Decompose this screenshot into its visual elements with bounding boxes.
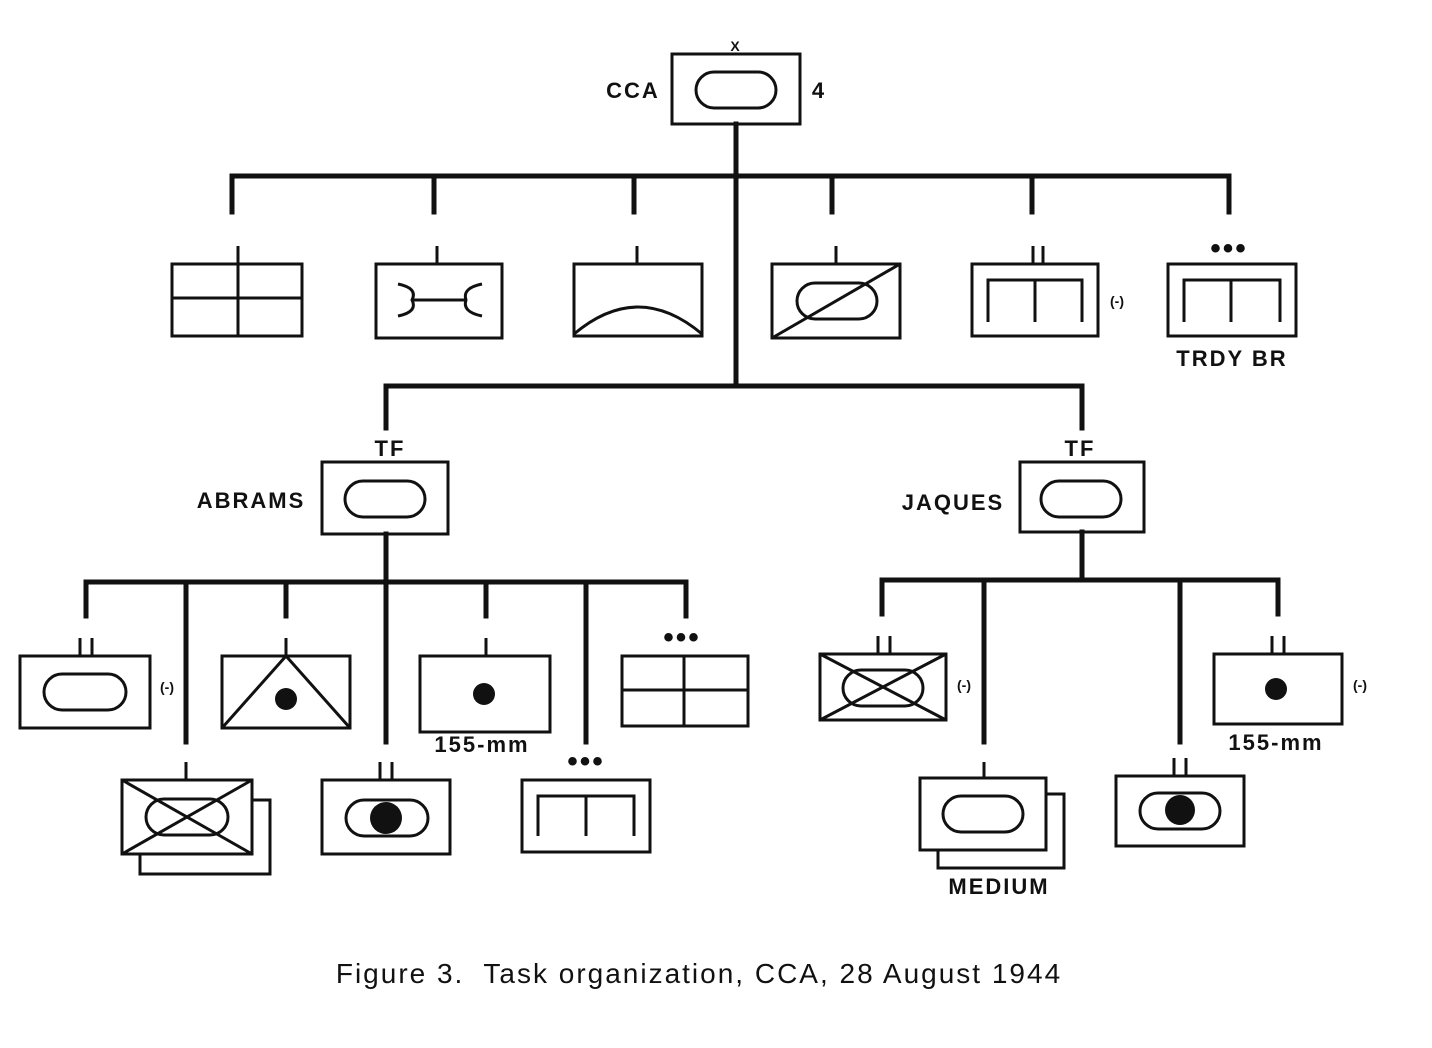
abrams-unit-cavalry-double [120, 762, 272, 876]
hq-echelon-mark: X [730, 38, 740, 54]
direct-unit-engineer: (-) [970, 246, 1124, 338]
direct-unit-cavalry [770, 246, 902, 340]
bridge-label: TRDY BR [1176, 346, 1287, 371]
maintenance-unit-icon [374, 262, 504, 340]
abrams-unit-medical-platoon: ••• [620, 621, 750, 728]
jaques-artillery-label: 155-mm [1228, 730, 1323, 755]
jaques-cavalry-modifier: (-) [957, 677, 971, 693]
figure-caption: Figure 3. Task organization, CCA, 28 Aug… [336, 958, 1062, 989]
abrams-artillery-label: 155-mm [434, 732, 529, 757]
jaques-unit-armored-infantry [1114, 758, 1246, 848]
tank-company-modifier: (-) [160, 679, 174, 695]
direct-unit-bridge: ••• TRDY BR [1166, 232, 1298, 371]
direct-unit-medical [170, 246, 304, 338]
tf-jaques-name: JAQUES [902, 490, 1004, 515]
jaques-unit-medium-tank: MEDIUM [918, 762, 1066, 899]
abrams-unit-armored-infantry [320, 762, 452, 856]
armor-task-force-icon [320, 460, 450, 536]
abrams-unit-engineer-platoon: ••• [520, 745, 652, 854]
tree-lines [229, 121, 1232, 431]
tf-abrams-tree-lines [83, 531, 689, 745]
medium-tank-icon [918, 776, 1048, 852]
medical-platoon-echelon: ••• [663, 621, 701, 654]
tf-jaques-prefix: TF [1065, 436, 1096, 461]
tf-jaques-tree-lines [879, 529, 1281, 745]
hq-parent-designation: 4 [812, 78, 826, 103]
task-force-jaques: TF JAQUES [902, 436, 1146, 534]
jaques-unit-artillery-155: (-) 155-mm [1212, 636, 1367, 755]
tracked-oval-icon [694, 70, 778, 110]
task-force-abrams: TF ABRAMS [197, 436, 450, 536]
supply-unit-icon [572, 262, 704, 338]
tf-abrams-prefix: TF [375, 436, 406, 461]
hq-unit: X CCA 4 [606, 38, 826, 126]
bridge-echelon-mark: ••• [1210, 232, 1248, 265]
engineer-modifier: (-) [1110, 293, 1124, 309]
abrams-unit-artillery-155: 155-mm [418, 638, 552, 757]
armor-task-force-icon [1018, 460, 1146, 534]
engineer-platoon-echelon: ••• [567, 745, 605, 778]
direct-unit-supply [572, 246, 704, 338]
tank-company-icon [18, 654, 152, 730]
hq-label: CCA [606, 78, 660, 103]
medium-tank-label: MEDIUM [948, 874, 1049, 899]
abrams-unit-tank-company: (-) [18, 638, 174, 730]
direct-unit-maintenance [374, 246, 504, 340]
jaques-unit-cavalry: (-) [818, 636, 971, 722]
abrams-unit-airborne-artillery [220, 638, 352, 730]
jaques-artillery-modifier: (-) [1353, 677, 1367, 693]
tf-abrams-name: ABRAMS [197, 488, 306, 513]
armor-brigade-icon [670, 52, 802, 126]
